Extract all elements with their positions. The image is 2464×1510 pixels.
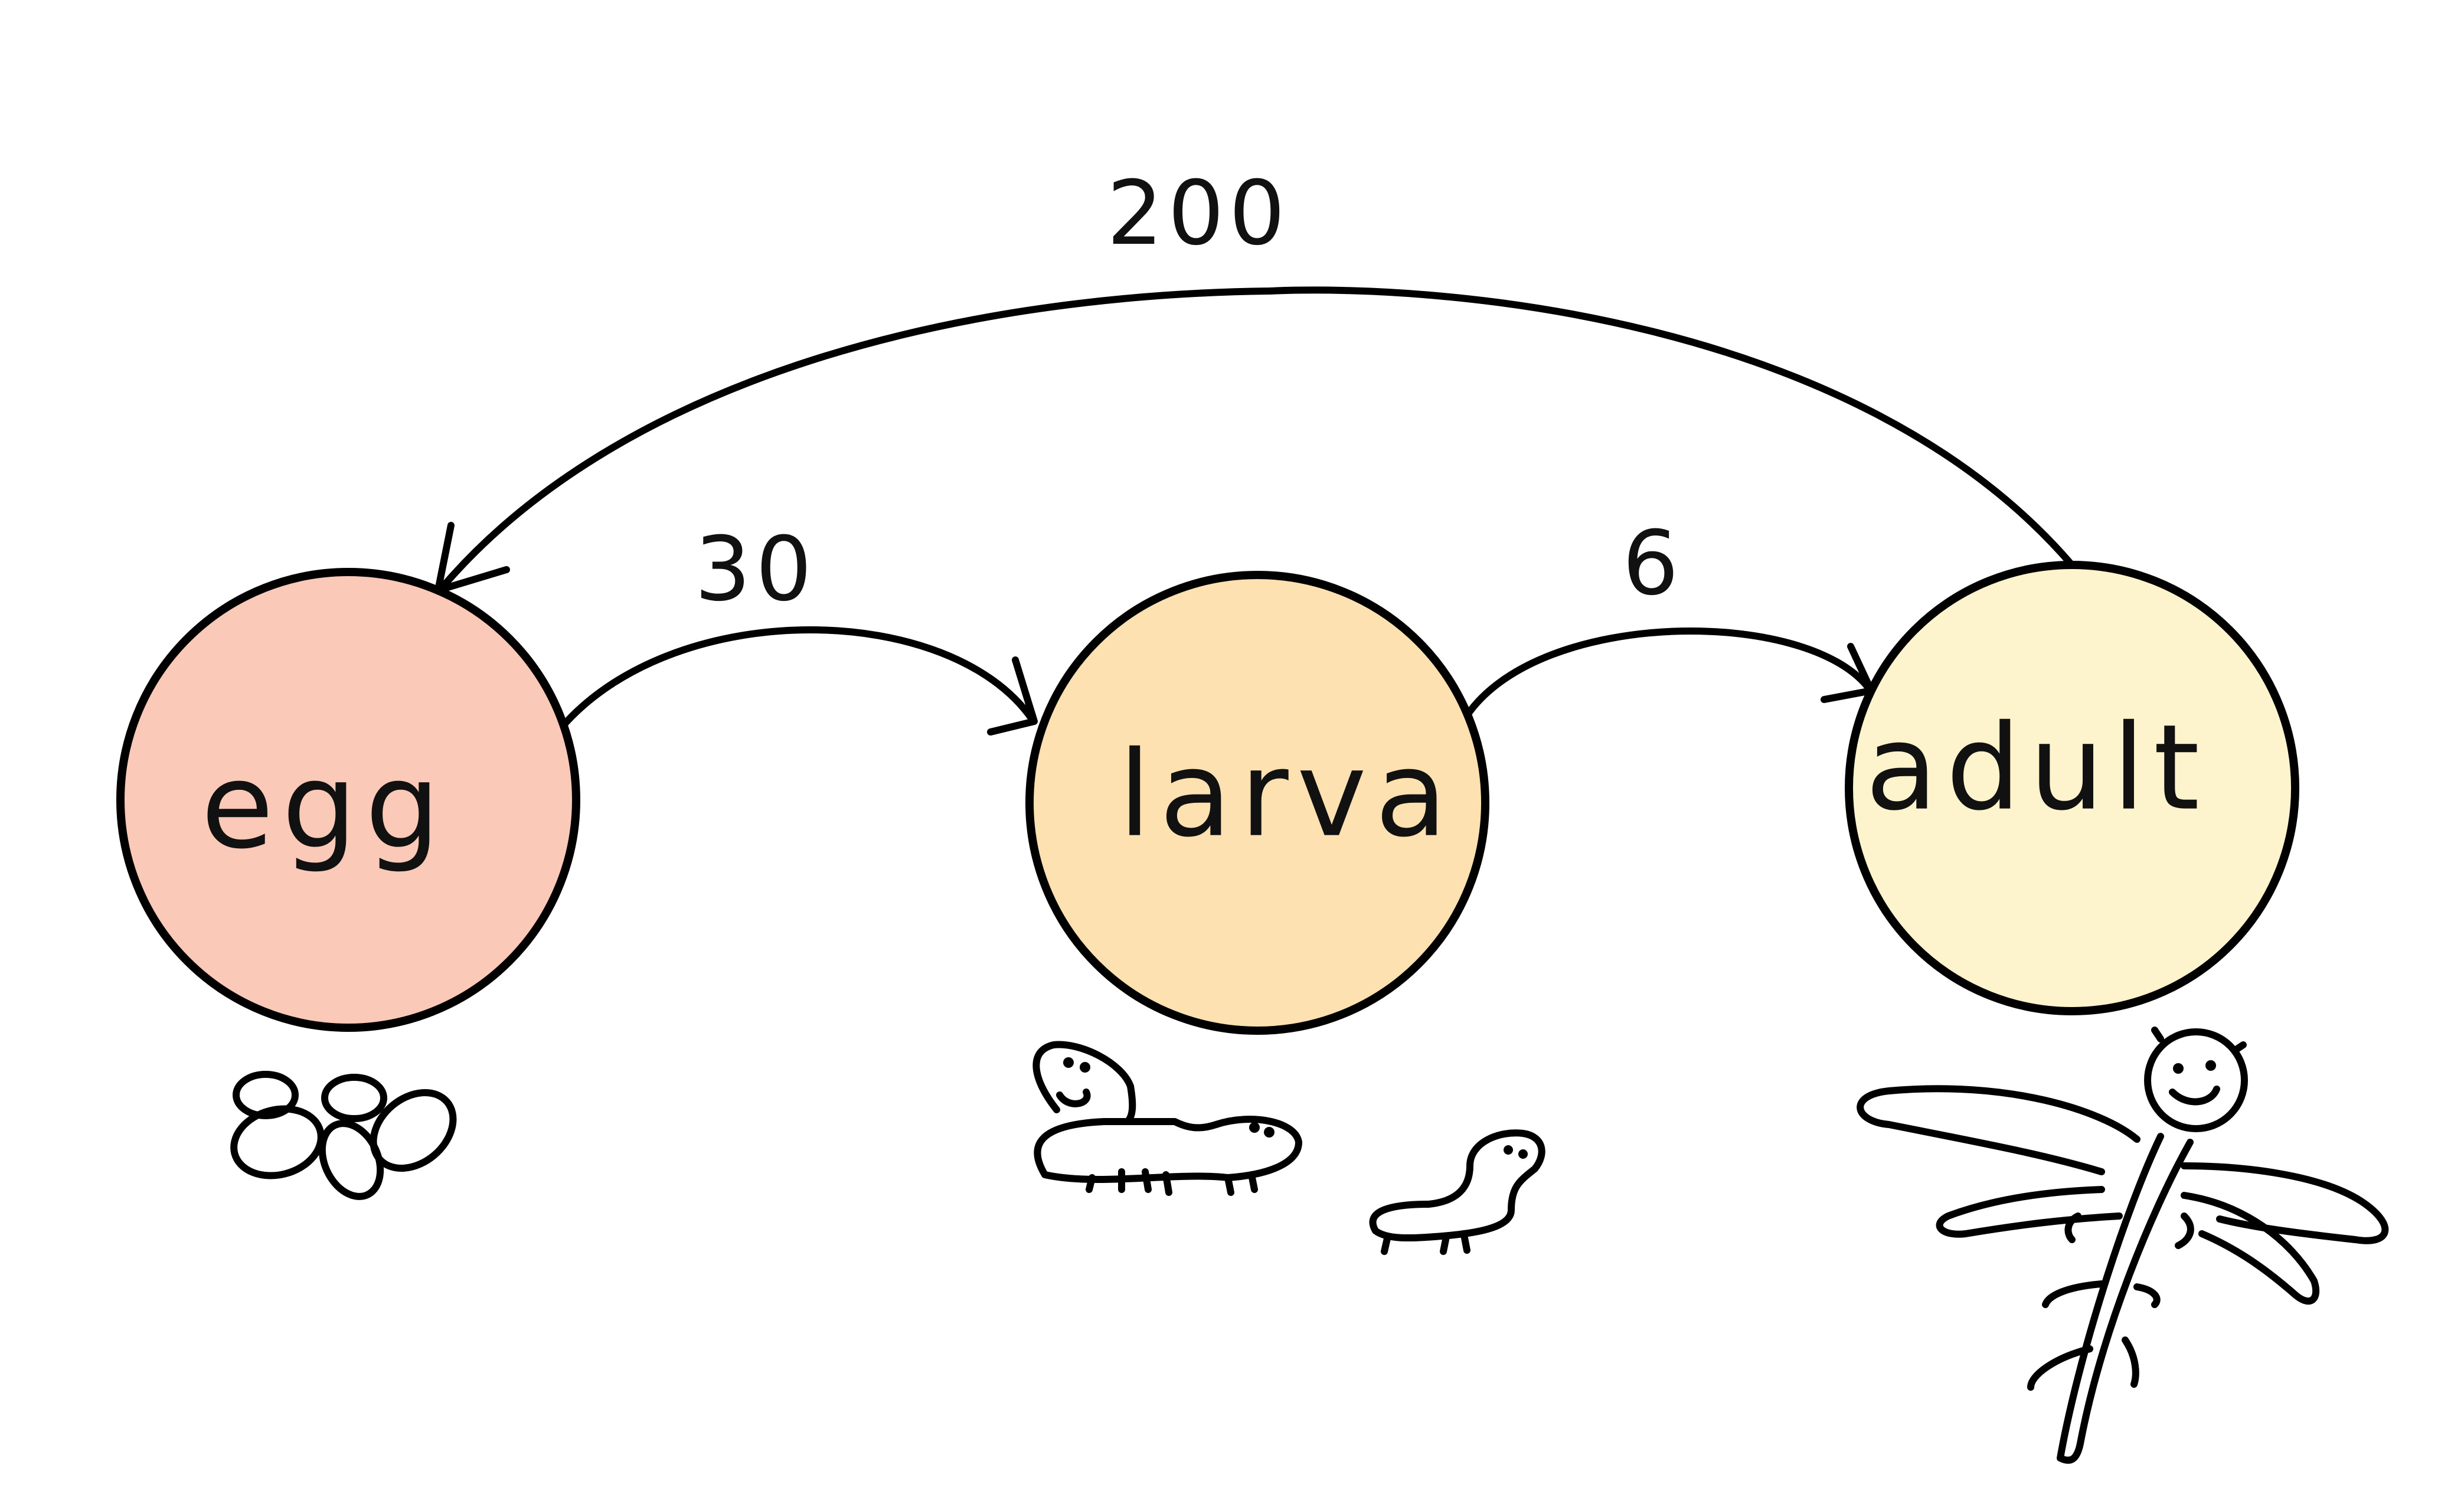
- edge-label-larva-adult: 6: [1622, 512, 1683, 615]
- edge-egg-to-larva: [560, 626, 1038, 736]
- larva-icon: [1032, 1041, 1545, 1255]
- node-label-egg: egg: [201, 738, 449, 875]
- edge-larva-to-adult: [1463, 627, 1875, 719]
- node-larva: larva: [1025, 571, 1489, 1035]
- edge-adult-to-egg: [434, 286, 2074, 594]
- edge-label-adult-egg: 200: [1107, 162, 1290, 265]
- node-egg: egg: [116, 568, 580, 1032]
- node-label-adult: adult: [1865, 700, 2208, 837]
- node-adult: adult: [1845, 561, 2299, 1015]
- egg-cluster-icon: [230, 1071, 457, 1200]
- dragonfly-icon: [1857, 1027, 2389, 1464]
- edge-label-egg-larva: 30: [695, 518, 817, 621]
- node-label-larva: larva: [1118, 726, 1455, 864]
